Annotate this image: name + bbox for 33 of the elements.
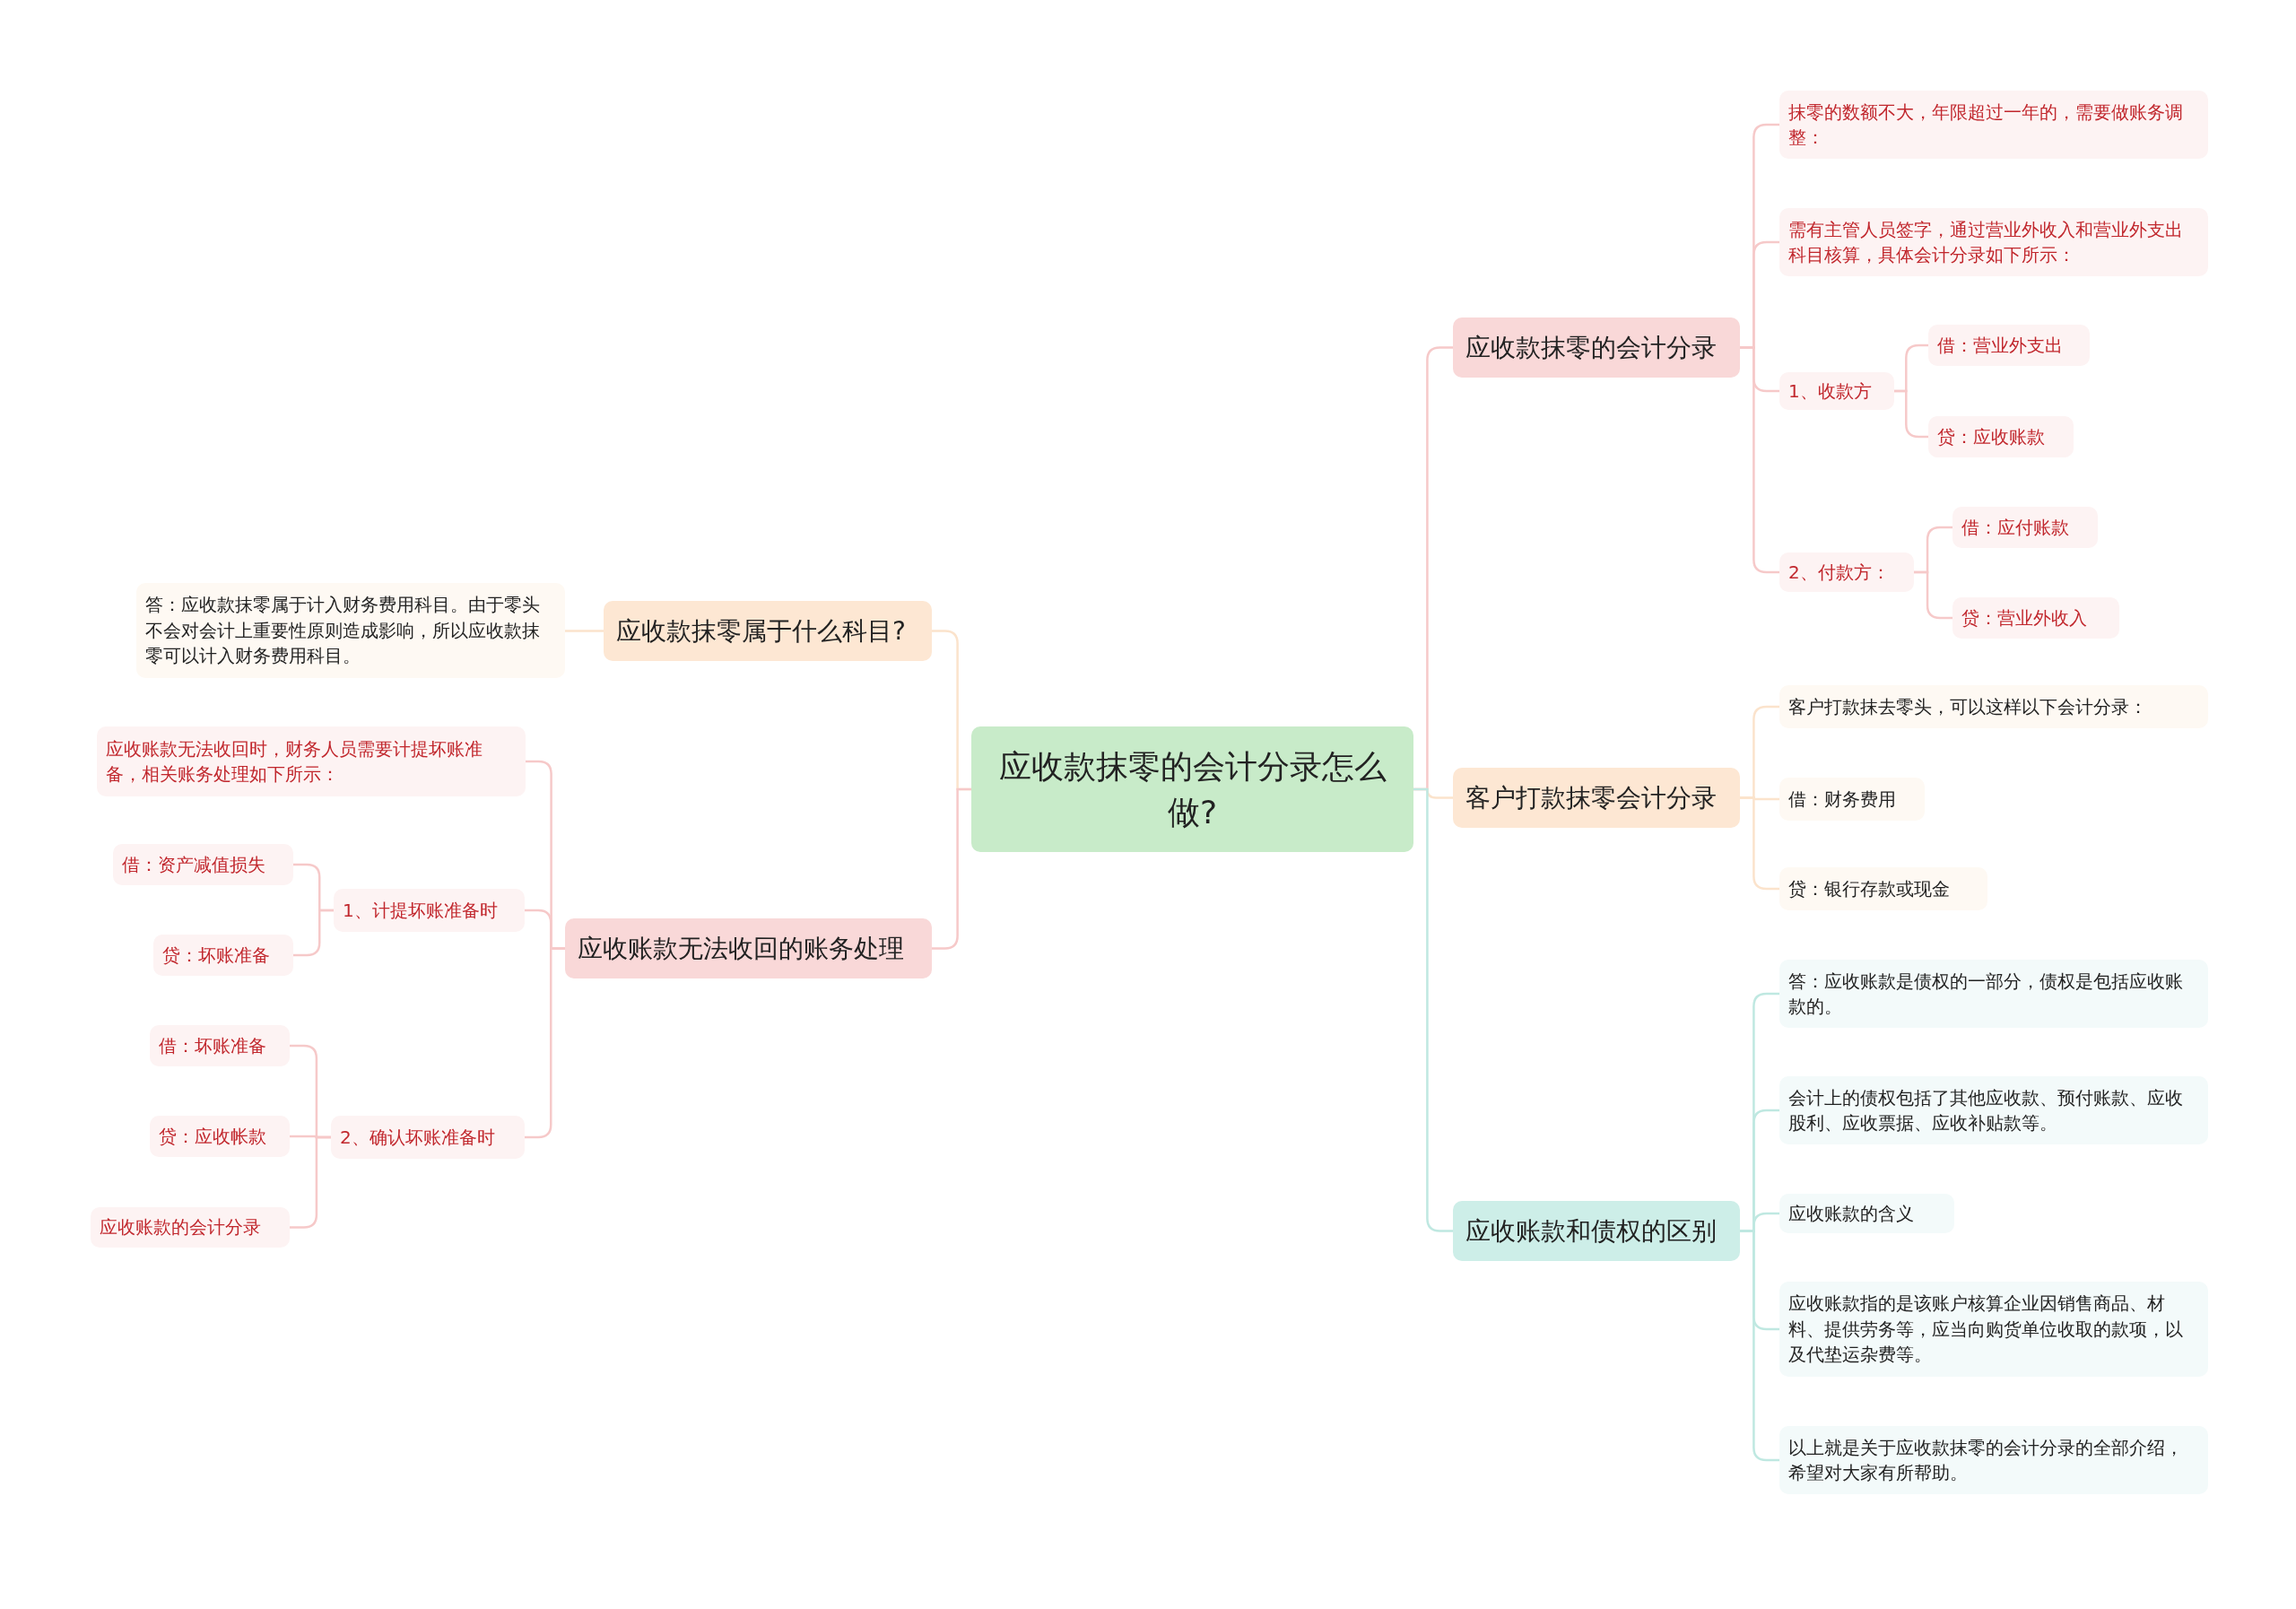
topic-box: 应收账款和债权的区别: [1453, 1201, 1740, 1261]
subtopic-box: 应收账款的含义: [1779, 1194, 1954, 1233]
subtopic-box: 1、计提坏账准备时: [334, 889, 525, 932]
connector-line: [565, 630, 604, 632]
subtopic-box: 应收账款指的是该账户核算企业因销售商品、材料、提供劳务等，应当向购货单位收取的款项，以及代垫运杂费等。: [1779, 1282, 2208, 1377]
subtopic-box: 答：应收款抹零属于计入财务费用科目。由于零头不会对会计上重要性原则造成影响，所以应收款抹零可以计入财务费用科目。: [136, 583, 565, 678]
subtopic-box: 借：应付账款: [1952, 507, 2098, 548]
subtopic-box: 1、收款方: [1779, 372, 1894, 410]
connector-line: [1894, 389, 1928, 439]
subtopic-box: 需有主管人员签字，通过营业外收入和营业外支出科目核算，具体会计分录如下所示：: [1779, 208, 2208, 276]
central-topic-box: 应收款抹零的会计分录怎么做?: [971, 726, 1413, 852]
subtopic-box: 贷：营业外收入: [1952, 597, 2119, 639]
subtopic-box: 2、确认坏账准备时: [331, 1116, 525, 1159]
subtopic-box: 借：资产减值损失: [113, 844, 293, 885]
topic-box: 应收款抹零的会计分录: [1453, 317, 1740, 378]
subtopic-box: 借：财务费用: [1779, 778, 1925, 821]
subtopic-box: 2、付款方：: [1779, 552, 1914, 592]
subtopic-box: 客户打款抹去零头，可以这样以下会计分录：: [1779, 685, 2208, 728]
subtopic-box: 以上就是关于应收款抹零的会计分录的全部介绍，希望对大家有所帮助。: [1779, 1426, 2208, 1494]
subtopic-box: 会计上的债权包括了其他应收款、预付账款、应收股利、应收票据、应收补贴款等。: [1779, 1076, 2208, 1144]
subtopic-box: 借：营业外支出: [1928, 325, 2090, 366]
topic-box: 应收款抹零属于什么科目?: [604, 601, 932, 661]
subtopic-box: 借：坏账准备: [150, 1025, 290, 1066]
subtopic-box: 应收账款无法收回时，财务人员需要计提坏账准备，相关账务处理如下所示：: [97, 726, 526, 796]
subtopic-box: 抹零的数额不大，年限超过一年的，需要做账务调整：: [1779, 91, 2208, 159]
subtopic-box: 答：应收账款是债权的一部分，债权是包括应收账款的。: [1779, 960, 2208, 1028]
topic-box: 应收账款无法收回的账务处理: [565, 918, 932, 978]
topic-box: 客户打款抹零会计分录: [1453, 768, 1740, 828]
subtopic-box: 应收账款的会计分录: [91, 1207, 290, 1248]
subtopic-box: 贷：应收帐款: [150, 1116, 290, 1157]
subtopic-box: 贷：坏账准备: [153, 935, 293, 976]
subtopic-box: 贷：应收账款: [1928, 416, 2074, 457]
subtopic-box: 贷：银行存款或现金: [1779, 867, 1987, 910]
